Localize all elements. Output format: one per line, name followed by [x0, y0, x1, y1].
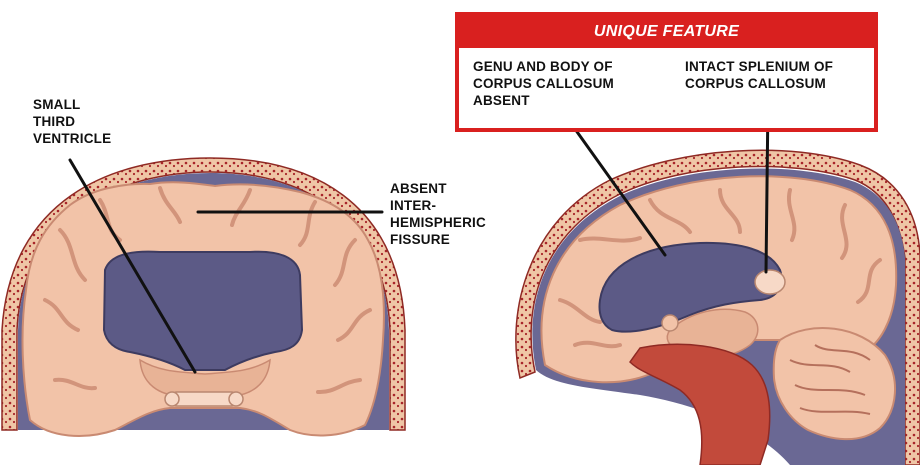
sagittal-brain-section — [515, 149, 920, 465]
unique-feature-box: UNIQUE FEATURE GENU AND BODY OF CORPUS C… — [455, 12, 878, 132]
pointer-third-ventricle — [68, 158, 197, 374]
third-ventricle — [169, 391, 239, 407]
label-intact-splenium: INTACT SPLENIUM OF CORPUS CALLOSUM — [685, 59, 834, 91]
pointer-genu-body — [558, 106, 667, 257]
label-genu-body-absent: GENU AND BODY OF CORPUS CALLOSUM ABSENT — [473, 59, 614, 108]
brainstem — [629, 343, 771, 465]
label-small-third-ventricle: SMALL THIRD VENTRICLE — [33, 97, 112, 146]
sagittal-ventricle — [598, 241, 783, 333]
splenium — [754, 269, 786, 295]
label-absent-interhemispheric-fissure: ABSENT INTER- HEMISPHERIC FISSURE — [390, 181, 486, 247]
unique-feature-title: UNIQUE FEATURE — [459, 16, 874, 48]
coronal-brain-section — [1, 157, 406, 437]
coronal-ventricle — [102, 250, 304, 371]
